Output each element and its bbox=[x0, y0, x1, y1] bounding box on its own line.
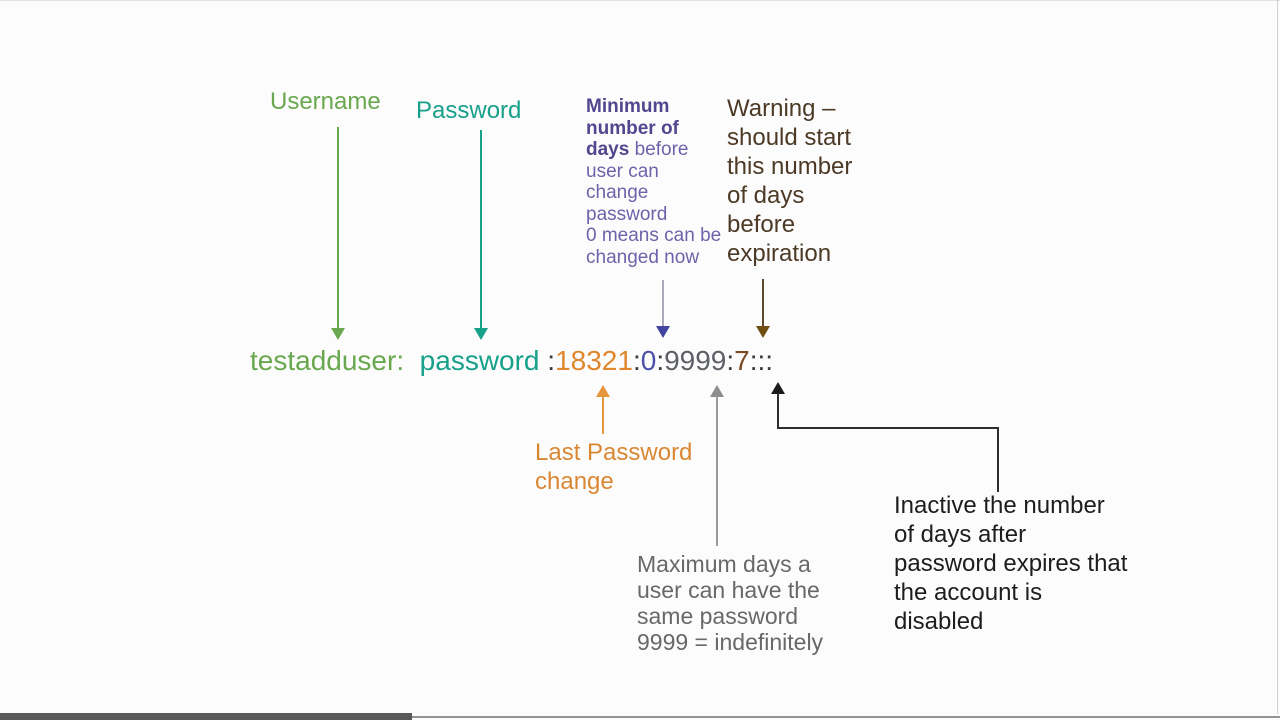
field-gap bbox=[404, 345, 420, 376]
inactive-arrow-line-up bbox=[777, 393, 779, 429]
min-days-label-rest: before user can change password 0 means … bbox=[586, 139, 722, 268]
warning-arrowhead-icon bbox=[756, 326, 770, 338]
min-days-arrow-line bbox=[662, 280, 664, 326]
username-label: Username bbox=[270, 88, 381, 115]
field-username: testadduser: bbox=[250, 345, 405, 376]
password-arrowhead-icon bbox=[474, 328, 488, 340]
inactive-arrow-line-down bbox=[997, 427, 999, 492]
field-max-days: 9999 bbox=[664, 345, 727, 376]
field-password: password bbox=[419, 345, 540, 376]
video-progress-track[interactable] bbox=[0, 716, 1280, 718]
shadow-file-entry: testadduser: password :18321:0:9999:7::: bbox=[250, 344, 773, 378]
separator-colon: : bbox=[539, 345, 556, 376]
inactive-arrowhead-icon bbox=[771, 382, 785, 394]
frame-border-right bbox=[1277, 0, 1278, 714]
min-days-label-bold: Minimum number of days bbox=[586, 96, 679, 160]
warning-label: Warning – should start this number of da… bbox=[727, 95, 853, 267]
inactive-days-label: Inactive the number of days after passwo… bbox=[894, 492, 1128, 635]
max-days-label: Maximum days a user can have the same pa… bbox=[637, 551, 824, 655]
field-warn-days: 7 bbox=[734, 345, 750, 376]
last-change-arrow-line bbox=[602, 396, 604, 434]
separator-colon: : bbox=[656, 345, 665, 376]
last-change-arrowhead-icon bbox=[596, 385, 610, 397]
trailing-colons: ::: bbox=[749, 345, 774, 376]
frame-border-top bbox=[0, 0, 1280, 1]
username-arrow-line bbox=[337, 127, 339, 329]
max-days-arrowhead-icon bbox=[710, 385, 724, 397]
separator-colon: : bbox=[632, 345, 641, 376]
min-days-label: Minimum number of days before user can c… bbox=[586, 96, 721, 268]
warning-arrow-line bbox=[762, 279, 764, 326]
inactive-arrow-line-horizontal bbox=[777, 427, 999, 429]
field-min-days: 0 bbox=[640, 345, 657, 376]
field-last-change: 18321 bbox=[555, 345, 633, 376]
password-arrow-line bbox=[480, 130, 482, 329]
min-days-arrowhead-icon bbox=[656, 326, 670, 338]
username-arrowhead-icon bbox=[331, 328, 345, 340]
video-progress-played[interactable] bbox=[0, 713, 412, 720]
password-label: Password bbox=[416, 97, 522, 124]
separator-colon: : bbox=[726, 345, 735, 376]
last-password-change-label: Last Password change bbox=[535, 439, 693, 495]
max-days-arrow-line bbox=[716, 396, 718, 546]
